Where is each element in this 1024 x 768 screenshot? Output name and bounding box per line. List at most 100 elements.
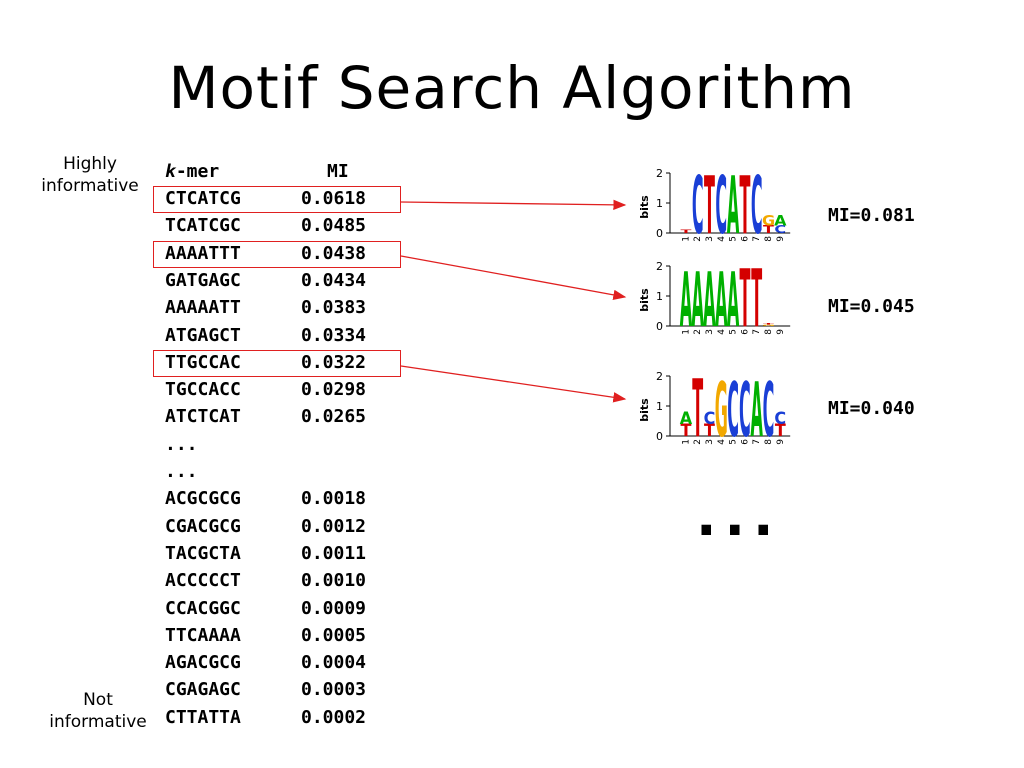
logo-position-label: 4 <box>717 329 727 335</box>
logo-letter-c: C <box>751 165 763 245</box>
kmer-cell: AGACGCG <box>165 652 241 674</box>
logo-position-label: 2 <box>693 236 703 242</box>
kmer-cell: TTGCCAC <box>165 351 241 373</box>
highlight-box <box>153 349 401 377</box>
highly-label-line2: informative <box>41 176 139 196</box>
logo-letter-t: T <box>775 421 787 440</box>
not-label-line1: Not <box>83 690 113 710</box>
logo-letter-a: A <box>680 258 692 338</box>
logo-y-tick-label: 2 <box>656 370 663 383</box>
kmer-cell: CGACGCG <box>165 515 241 537</box>
logo-position-label: 9 <box>776 236 786 242</box>
mi-cell: 0.0485 <box>301 215 367 237</box>
logo-position-label: 1 <box>681 236 691 242</box>
logo-position-label: 6 <box>740 236 750 242</box>
kmer-cell: ... <box>165 433 198 455</box>
logo-letter-t: T <box>739 165 750 245</box>
mi-cell: 0.0265 <box>301 406 367 428</box>
logo-letter-a: A <box>703 258 715 338</box>
logo-position-label: 2 <box>693 439 703 445</box>
kmer-cell: AAAAATT <box>165 297 241 319</box>
logo-axis-label: bits <box>638 195 651 219</box>
mi-cell: 0.0012 <box>301 515 367 537</box>
highlight-box <box>153 186 401 213</box>
mi-cell: 0.0011 <box>301 542 367 564</box>
logo-letter-t: T <box>680 421 692 440</box>
logo-y-tick-label: 0 <box>656 320 663 333</box>
not-informative-label: Not informative <box>38 689 158 733</box>
logo-axis-label: bits <box>638 288 651 312</box>
logo-position-label: 1 <box>681 329 691 335</box>
mi-cell: 0.0322 <box>301 351 367 373</box>
logo-letter-t: T <box>704 421 716 440</box>
logo-position-label: 4 <box>717 236 727 242</box>
kmer-cell: CCACGGC <box>165 597 241 619</box>
header-k: k <box>165 161 176 182</box>
logo-letter-c: C <box>763 368 775 448</box>
logo-letter-a: A <box>727 258 739 338</box>
logo-position-label: 2 <box>693 329 703 335</box>
mi-cell: 0.0002 <box>301 706 367 728</box>
logo-y-tick-label: 0 <box>656 430 663 443</box>
kmer-cell: TGCCACC <box>165 379 241 401</box>
mi-cell: 0.0434 <box>301 269 367 291</box>
kmer-cell: ACGCGCG <box>165 488 241 510</box>
logo-letter-t: T <box>763 224 775 236</box>
mi-cell: 0.0010 <box>301 570 367 592</box>
logo-position-label: 8 <box>764 439 774 445</box>
logo-position-label: 6 <box>740 439 750 445</box>
kmer-cell: CGAGAGC <box>165 679 241 701</box>
not-label-line2: informative <box>49 712 147 732</box>
logo-y-tick-label: 1 <box>656 197 663 210</box>
logo-position-label: 9 <box>776 439 786 445</box>
logo-letter-a: A <box>727 165 739 245</box>
logo-letter-a: A <box>774 212 787 229</box>
arrow-1 <box>400 199 627 211</box>
logo-position-label: 4 <box>717 439 727 445</box>
arrow-2 <box>400 255 627 301</box>
logo-position-label: 9 <box>776 329 786 335</box>
kmer-cell: CTCATCG <box>165 188 241 209</box>
mi-cell: 0.0298 <box>301 379 367 401</box>
logo-letter-c: C <box>692 165 704 245</box>
logo-position-label: 7 <box>752 329 762 335</box>
kmer-cell: ... <box>165 461 198 482</box>
mi-cell: 0.0334 <box>301 324 367 346</box>
logo-letter-a: A <box>751 368 763 448</box>
highly-informative-label: Highly informative <box>30 153 150 197</box>
logo-letter-g: G <box>762 212 775 229</box>
logo-position-label: 5 <box>729 439 739 445</box>
kmer-cell: ATGAGCT <box>165 324 241 346</box>
logo-letter-t: T <box>763 322 774 325</box>
kmer-cell: AAAATTT <box>165 242 241 264</box>
kmer-cell: TACGCTA <box>165 542 241 564</box>
logo-mi-value: MI=0.040 <box>828 398 915 419</box>
logo-letter-t: T <box>751 258 762 338</box>
logo-position-label: 5 <box>729 236 739 242</box>
highlight-box <box>153 240 401 268</box>
logo-letter-c: C <box>727 368 739 448</box>
logo-letter-g: G <box>762 324 775 327</box>
kmer-cell: CTTATTA <box>165 706 241 728</box>
mi-cell: 0.0438 <box>301 242 367 264</box>
highly-label-line1: Highly <box>63 154 117 174</box>
logo-position-label: 3 <box>705 236 715 242</box>
logo-letter-c: C <box>774 224 786 236</box>
logo-position-label: 8 <box>764 236 774 242</box>
logo-position-label: 6 <box>740 329 750 335</box>
logo-letter-t: T <box>680 229 691 234</box>
logo-position-label: 3 <box>705 329 715 335</box>
ellipsis: ... <box>696 485 782 548</box>
logo-y-tick-label: 2 <box>656 260 663 273</box>
logo-y-tick-label: 1 <box>656 290 663 303</box>
logo-position-label: 1 <box>681 439 691 445</box>
logo-mi-value: MI=0.081 <box>828 205 915 226</box>
slide-title: Motif Search Algorithm <box>168 54 856 122</box>
logo-position-label: 7 <box>752 236 762 242</box>
kmer-cell: TCATCGC <box>165 215 241 237</box>
logo-letter-t: T <box>739 258 750 338</box>
